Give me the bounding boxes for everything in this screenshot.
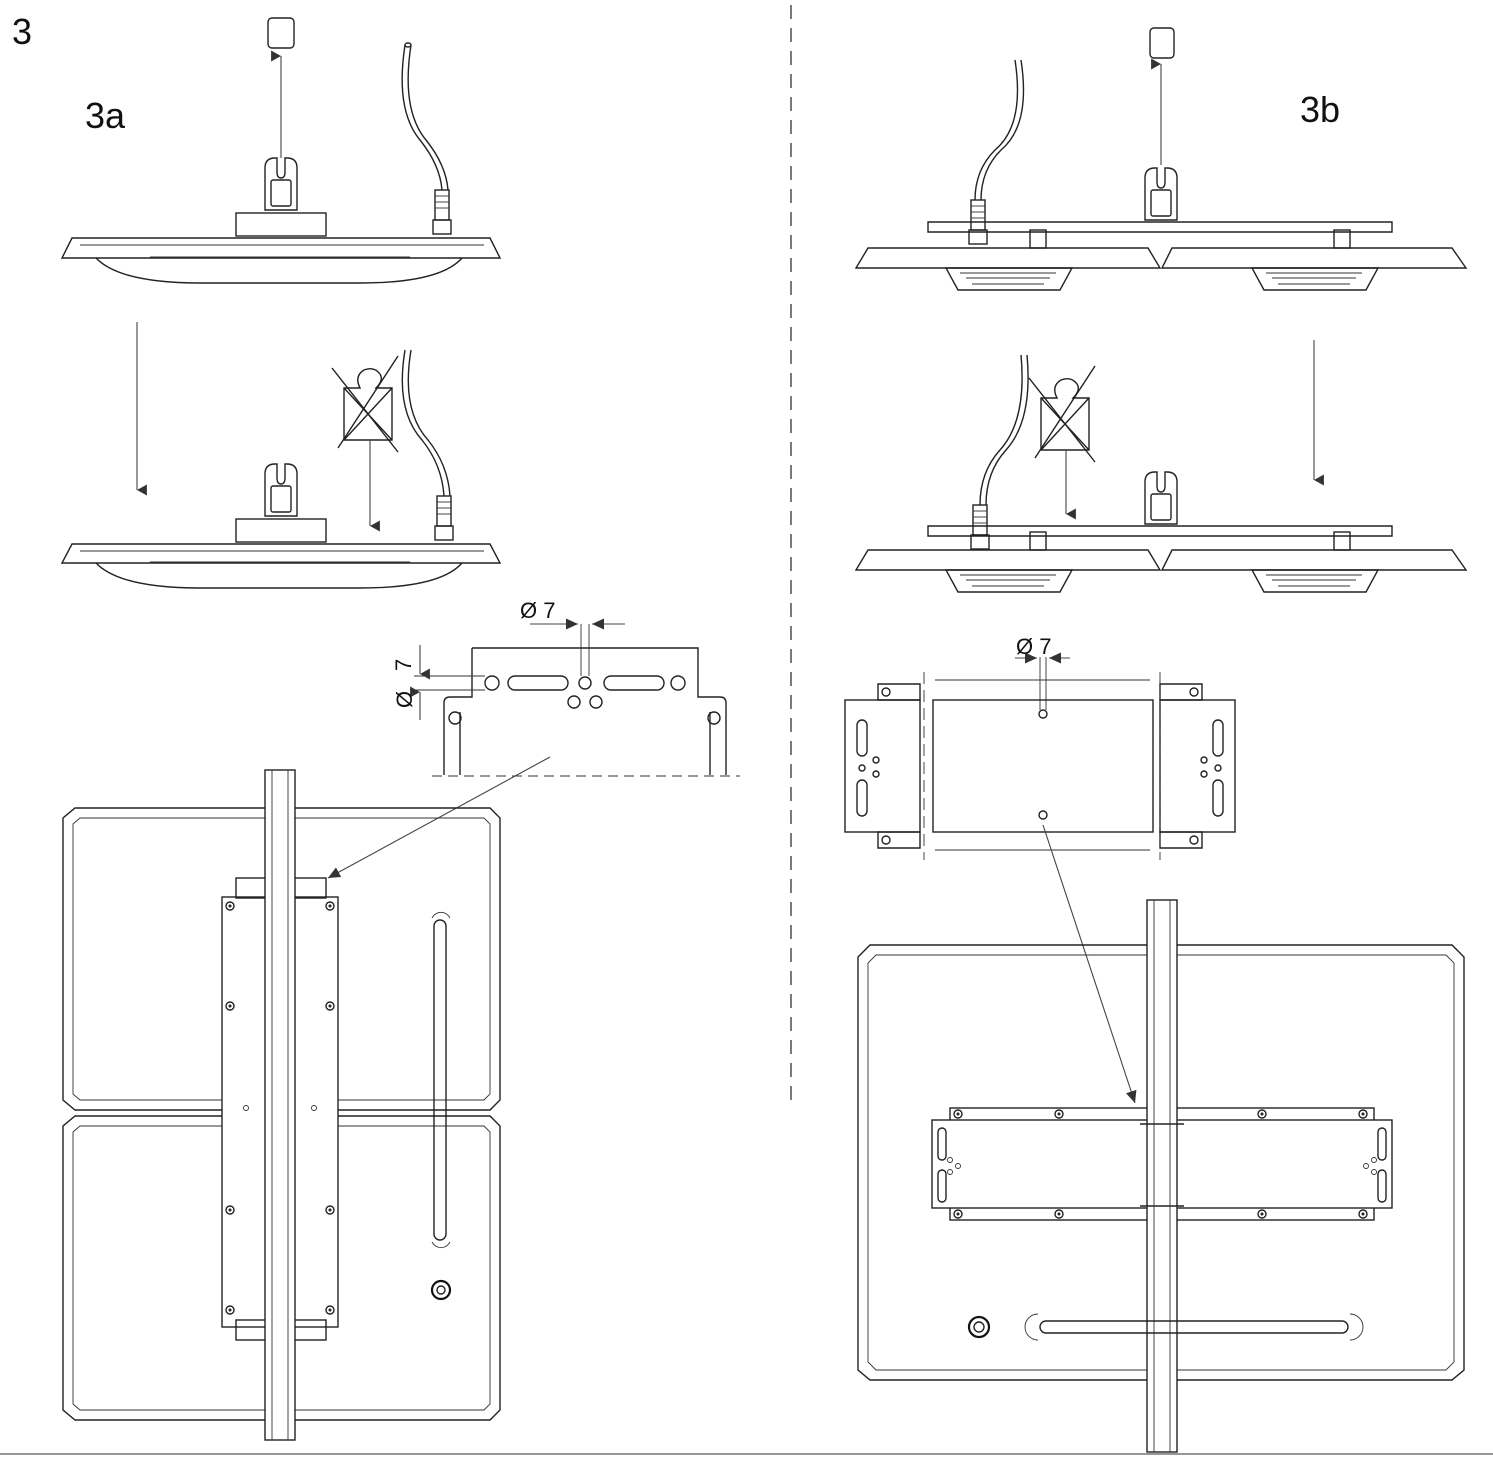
side-diameter-symbol-a: Ø	[392, 691, 417, 708]
ceiling-hook-tag-b	[1149, 27, 1175, 59]
step-number: 3	[12, 11, 32, 52]
hole-diameter-dim-b: Ø 7	[1016, 634, 1051, 659]
fixture-pair-side-view-top	[854, 59, 1468, 291]
hole-diameter-dim-a: Ø 7	[520, 598, 555, 623]
ceiling-hook-tag	[267, 17, 295, 49]
fixture-top-view-a	[62, 769, 501, 1441]
detail-pointer-a	[327, 756, 551, 879]
panel-a-label: 3a	[85, 95, 126, 136]
panel-b-label: 3b	[1300, 89, 1340, 130]
bracket-detail-b	[844, 652, 1236, 860]
detail-pointer-b	[1042, 824, 1137, 1104]
fixture-top-view-b	[857, 899, 1465, 1453]
side-dim-a: 7	[391, 659, 416, 671]
fixture-side-view-bottom	[60, 349, 502, 589]
fixture-side-view-top	[60, 42, 502, 284]
bracket-detail-a	[410, 618, 740, 777]
fixture-pair-side-view-bottom	[854, 354, 1468, 593]
